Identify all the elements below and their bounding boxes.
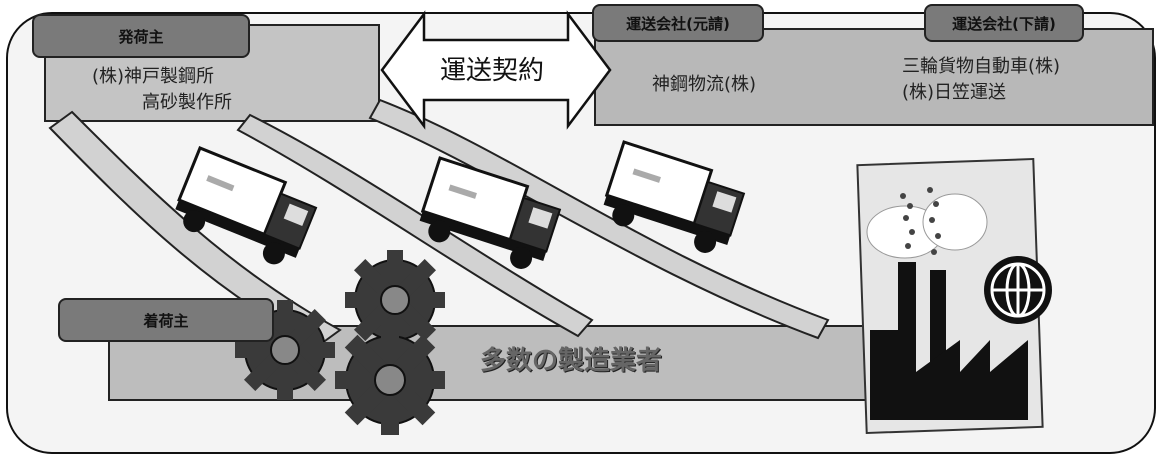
factory-icon	[856, 157, 1044, 435]
subcontractor-line1: 三輪貨物自動車(株)	[902, 56, 1061, 77]
truck-icon	[419, 156, 562, 269]
shipper-tag: 発荷主	[32, 14, 250, 58]
subcontractor-line2: (株)日笠運送	[902, 82, 1007, 103]
contract-arrow	[380, 10, 612, 130]
gear-icon	[235, 250, 445, 435]
subcontractor-tag: 運送会社(下請)	[924, 4, 1084, 42]
carrier-panel	[594, 28, 1154, 126]
prime-contractor-name: 神鋼物流(株)	[652, 74, 757, 95]
shipper-line1: (株)神戸製鋼所	[92, 66, 215, 87]
prime-contractor-tag: 運送会社(元請)	[592, 4, 764, 42]
truck-icon	[175, 146, 318, 265]
consignee-main: 多数の製造業者	[480, 346, 663, 376]
shipper-line2: 高砂製作所	[142, 92, 232, 113]
consignee-tag: 着荷主	[58, 298, 274, 342]
truck-icon	[603, 140, 746, 253]
road-middle	[236, 113, 594, 338]
globe-icon	[984, 256, 1052, 324]
contract-label: 運送契約	[440, 56, 545, 86]
